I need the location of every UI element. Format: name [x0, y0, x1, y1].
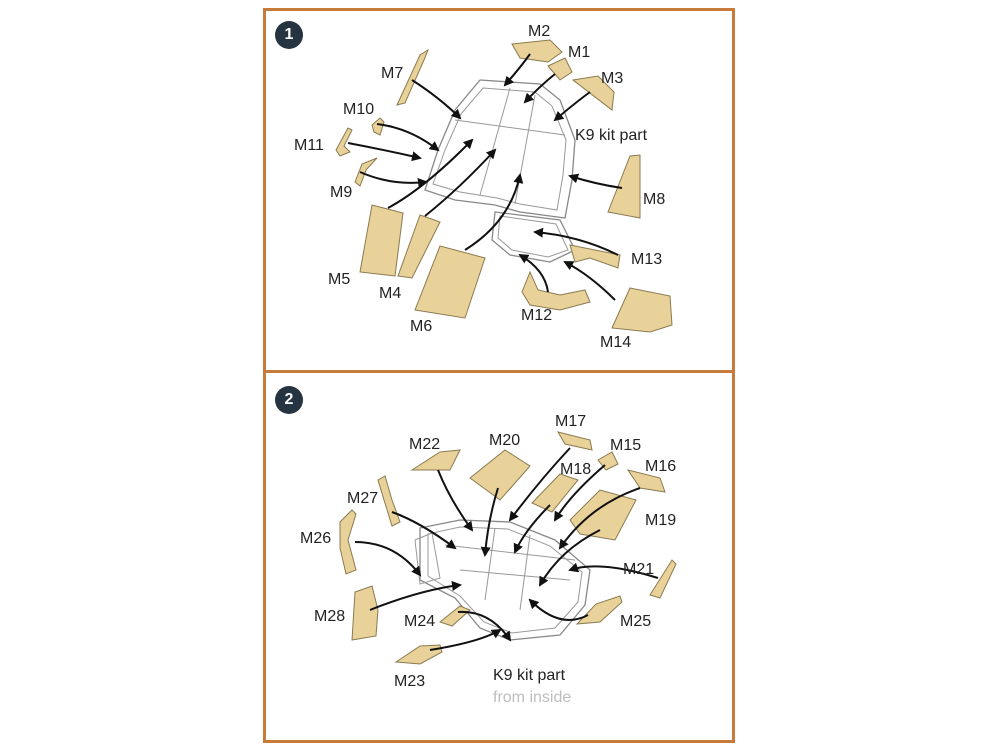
label-m14: M14 — [600, 334, 631, 351]
mask-m16 — [626, 469, 666, 493]
label-m15: M15 — [610, 437, 641, 454]
label-m27: M27 — [347, 490, 378, 507]
label-m28: M28 — [314, 608, 345, 625]
mask-m1 — [547, 57, 573, 81]
mask-m2 — [511, 39, 563, 63]
mask-m3 — [571, 75, 615, 111]
mask-m26 — [339, 509, 357, 575]
label-m6: M6 — [410, 318, 432, 335]
mask-m7 — [396, 48, 430, 106]
mask-m18 — [531, 473, 579, 513]
mask-m23 — [394, 644, 443, 665]
label-m26: M26 — [300, 530, 331, 547]
label-m13: M13 — [631, 251, 662, 268]
label-m18: M18 — [560, 461, 591, 478]
label-m9: M9 — [330, 184, 352, 201]
step-1-badge: 1 — [275, 21, 303, 49]
mask-m22 — [410, 449, 461, 471]
mask-m25 — [575, 595, 623, 625]
mask-m27 — [377, 475, 401, 527]
label-m10: M10 — [343, 101, 374, 118]
label-m5: M5 — [328, 271, 350, 288]
label-m19: M19 — [645, 512, 676, 529]
label-m20: M20 — [489, 432, 520, 449]
mask-m10 — [371, 117, 385, 136]
label-m16: M16 — [645, 458, 676, 475]
mask-m14 — [611, 287, 673, 333]
label-m7: M7 — [381, 65, 403, 82]
label-m22: M22 — [409, 436, 440, 453]
label-m11: M11 — [294, 137, 324, 154]
mask-m12 — [521, 270, 591, 311]
step-2-kit-label-line2: from inside — [493, 689, 571, 706]
label-m17: M17 — [555, 413, 586, 430]
label-m25: M25 — [620, 613, 651, 630]
mask-m11 — [335, 127, 353, 157]
mask-m5 — [359, 204, 404, 277]
label-m4: M4 — [379, 285, 401, 302]
mask-m19 — [569, 489, 637, 541]
step-1-kit-label: K9 kit part — [575, 127, 648, 144]
mask-m4 — [397, 214, 441, 279]
mask-m24 — [438, 605, 471, 627]
label-m2: M2 — [528, 23, 550, 40]
mask-m13 — [569, 244, 621, 269]
label-m23: M23 — [394, 673, 425, 690]
mask-m6 — [414, 245, 486, 319]
label-m1: M1 — [568, 44, 590, 61]
step-2-badge: 2 — [275, 386, 303, 414]
label-m24: M24 — [404, 613, 435, 630]
label-m12: M12 — [521, 307, 552, 324]
mask-m8 — [607, 154, 641, 219]
label-m8: M8 — [643, 191, 665, 208]
label-m3: M3 — [601, 70, 623, 87]
step-2-kit-label-line1: K9 kit part — [493, 667, 566, 684]
mask-m21 — [649, 559, 677, 599]
label-m21: M21 — [623, 561, 654, 578]
mask-m28 — [351, 585, 379, 641]
mask-m9 — [354, 157, 378, 187]
mask-m20 — [469, 449, 531, 501]
mask-m17 — [556, 431, 593, 451]
